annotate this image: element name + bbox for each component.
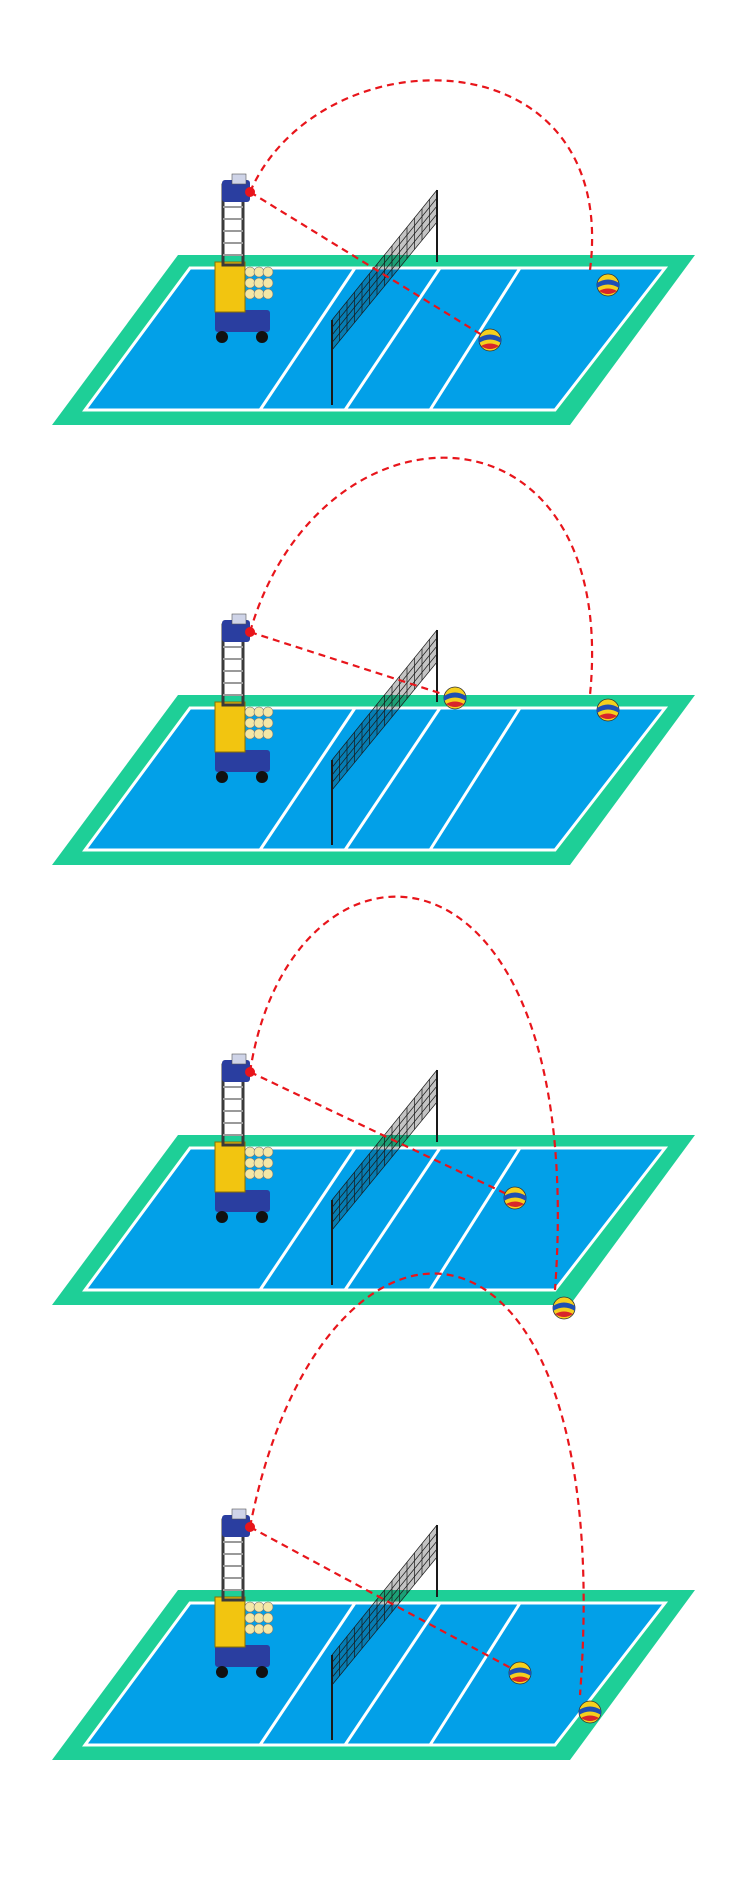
drill-panel	[52, 456, 695, 865]
volleyball-icon	[503, 1186, 527, 1210]
volleyball-net-icon	[331, 189, 438, 405]
volleyball-icon	[508, 1661, 532, 1685]
court-line	[428, 267, 522, 411]
court-line	[258, 267, 357, 411]
court-line	[258, 1147, 357, 1291]
flat-trajectory	[249, 1526, 521, 1674]
ball-hopper	[244, 706, 274, 740]
high-arc-trajectory	[248, 895, 559, 1291]
court-line	[258, 707, 357, 851]
ball-machine-icon	[214, 1053, 274, 1223]
flat-trajectory	[249, 191, 491, 341]
court-line	[343, 267, 442, 411]
ball-hopper	[244, 1146, 274, 1180]
court-line	[343, 1602, 442, 1746]
ball-machine-icon	[214, 613, 274, 783]
drill-panel	[52, 79, 695, 425]
volleyball-net-icon	[331, 1524, 438, 1740]
court-line	[258, 1602, 357, 1746]
volleyball-net-icon	[331, 1069, 438, 1285]
volleyball-icon	[478, 328, 502, 352]
drill-panel	[52, 1272, 695, 1760]
volleyball-net-icon	[331, 629, 438, 845]
high-arc-trajectory	[248, 79, 594, 271]
volleyball-icon	[596, 698, 620, 722]
court-line	[428, 707, 522, 851]
court-line	[428, 1602, 522, 1746]
ball-machine-icon	[214, 173, 274, 343]
court-line	[343, 707, 442, 851]
flat-trajectory	[249, 1071, 516, 1199]
ball-hopper	[244, 1601, 274, 1635]
volleyball-icon	[443, 686, 467, 710]
volleyball-icon	[552, 1296, 576, 1320]
drill-panel	[52, 895, 695, 1320]
volleyball-icon	[578, 1700, 602, 1724]
court-line	[343, 1147, 442, 1291]
court-line	[428, 1147, 522, 1291]
high-arc-trajectory	[248, 456, 594, 696]
ball-hopper	[244, 266, 274, 300]
volleyball-icon	[596, 273, 620, 297]
